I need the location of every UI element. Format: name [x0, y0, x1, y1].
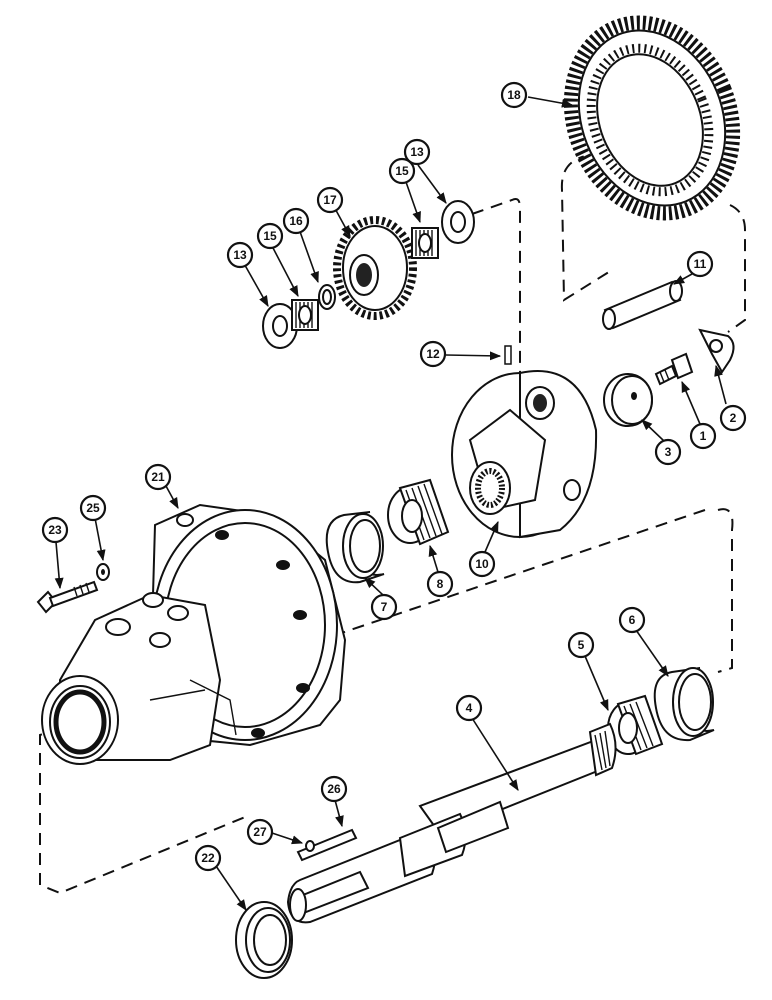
callout-15-right: 15 [388, 157, 416, 185]
planet-gear-part-17 [333, 216, 417, 320]
needle-bearing-part-15-left [291, 299, 319, 331]
leader-5 [584, 655, 609, 712]
spacer-part-16 [318, 284, 336, 310]
callout-11: 11 [686, 250, 714, 278]
seal-part-22 [235, 901, 293, 979]
bolt-part-23 [36, 580, 99, 614]
leader-11 [673, 273, 693, 285]
leader-23 [54, 541, 64, 590]
callout-2: 2 [719, 404, 747, 432]
callout-5-label: 5 [578, 638, 585, 652]
leader-8 [428, 544, 439, 573]
callout-26: 26 [320, 775, 348, 803]
planet-carrier-part-10 [451, 370, 598, 539]
ring-gear-part-18 [563, 15, 741, 221]
bearing-cup-part-7 [325, 511, 385, 584]
bearing-cone-part-5 [607, 694, 664, 756]
leader-25 [94, 517, 106, 562]
leader-10 [484, 520, 499, 553]
callout-8: 8 [426, 570, 454, 598]
callout-3: 3 [654, 438, 682, 466]
leader-15-left [271, 245, 299, 297]
callout-26-label: 26 [327, 782, 341, 796]
callout-18-label: 18 [507, 88, 521, 102]
callout-17-label: 17 [323, 193, 337, 207]
key-part-26 [296, 828, 358, 862]
leader-22 [215, 865, 247, 911]
callout-8-label: 8 [437, 577, 444, 591]
callout-21: 21 [144, 463, 172, 491]
leader-26 [334, 799, 344, 828]
lock-plate-part-2 [698, 328, 735, 374]
callout-7-label: 7 [381, 600, 388, 614]
dashed-assembly-line-upper [471, 198, 521, 378]
thrust-washer-part-13-left [262, 303, 298, 349]
leader-lines [54, 96, 727, 911]
leader-15-right [405, 181, 421, 224]
callout-10-label: 10 [475, 557, 489, 571]
callout-22-label: 22 [201, 851, 215, 865]
housing-part-21 [41, 503, 347, 765]
callout-16: 16 [282, 207, 310, 235]
callout-1: 1 [689, 422, 717, 450]
washer-part-25 [96, 563, 110, 581]
callout-18: 18 [500, 81, 528, 109]
washer-part-3 [603, 373, 653, 427]
callout-3-label: 3 [665, 445, 672, 459]
callout-21-label: 21 [151, 470, 165, 484]
callout-13-left-label: 13 [233, 248, 247, 262]
callout-23: 23 [41, 516, 69, 544]
callout-12: 12 [419, 340, 447, 368]
callout-13-left: 13 [226, 241, 254, 269]
callout-6-label: 6 [629, 613, 636, 627]
callout-23-label: 23 [48, 523, 62, 537]
leader-18 [527, 96, 574, 108]
callout-15-left-label: 15 [263, 229, 277, 243]
callout-10: 10 [468, 550, 496, 578]
leader-7 [364, 577, 384, 596]
callout-6: 6 [618, 606, 646, 634]
leader-3 [641, 419, 665, 442]
leader-4 [471, 717, 519, 791]
callout-22: 22 [194, 844, 222, 872]
callout-25: 25 [79, 494, 107, 522]
leader-12 [445, 351, 502, 361]
thrust-washer-part-13-right [441, 200, 475, 244]
callout-7: 7 [370, 593, 398, 621]
bearing-cone-part-8 [387, 478, 450, 546]
callout-2-label: 2 [730, 411, 737, 425]
leader-27 [271, 832, 304, 845]
needle-bearing-part-15-right [411, 227, 439, 259]
callout-12-label: 12 [426, 347, 440, 361]
bearing-cup-part-6 [653, 667, 715, 742]
callout-16-label: 16 [289, 214, 303, 228]
callout-25-label: 25 [86, 501, 100, 515]
callout-5: 5 [567, 631, 595, 659]
callout-13-right-label: 13 [410, 145, 424, 159]
callout-1-label: 1 [700, 429, 707, 443]
roll-pin-part-12 [504, 345, 512, 365]
leader-6 [635, 629, 669, 677]
planet-pin-part-11 [602, 280, 683, 330]
callout-27: 27 [246, 818, 274, 846]
leader-21 [165, 485, 179, 509]
leader-13-left [241, 259, 269, 307]
callout-4-label: 4 [466, 701, 473, 715]
callout-17: 17 [316, 186, 344, 214]
leader-2 [714, 364, 727, 405]
leader-13-right [417, 164, 447, 204]
callout-13-right: 13 [403, 138, 431, 166]
callout-4: 4 [455, 694, 483, 722]
bolt-part-1 [654, 352, 694, 386]
key-part-27 [305, 840, 315, 852]
leader-16 [297, 225, 319, 284]
callout-15-right-label: 15 [395, 164, 409, 178]
callout-15-left: 15 [256, 222, 284, 250]
axle-shaft-part-4 [286, 722, 617, 924]
callout-27-label: 27 [253, 825, 267, 839]
leader-1 [681, 380, 701, 425]
callout-11-label: 11 [694, 257, 707, 271]
